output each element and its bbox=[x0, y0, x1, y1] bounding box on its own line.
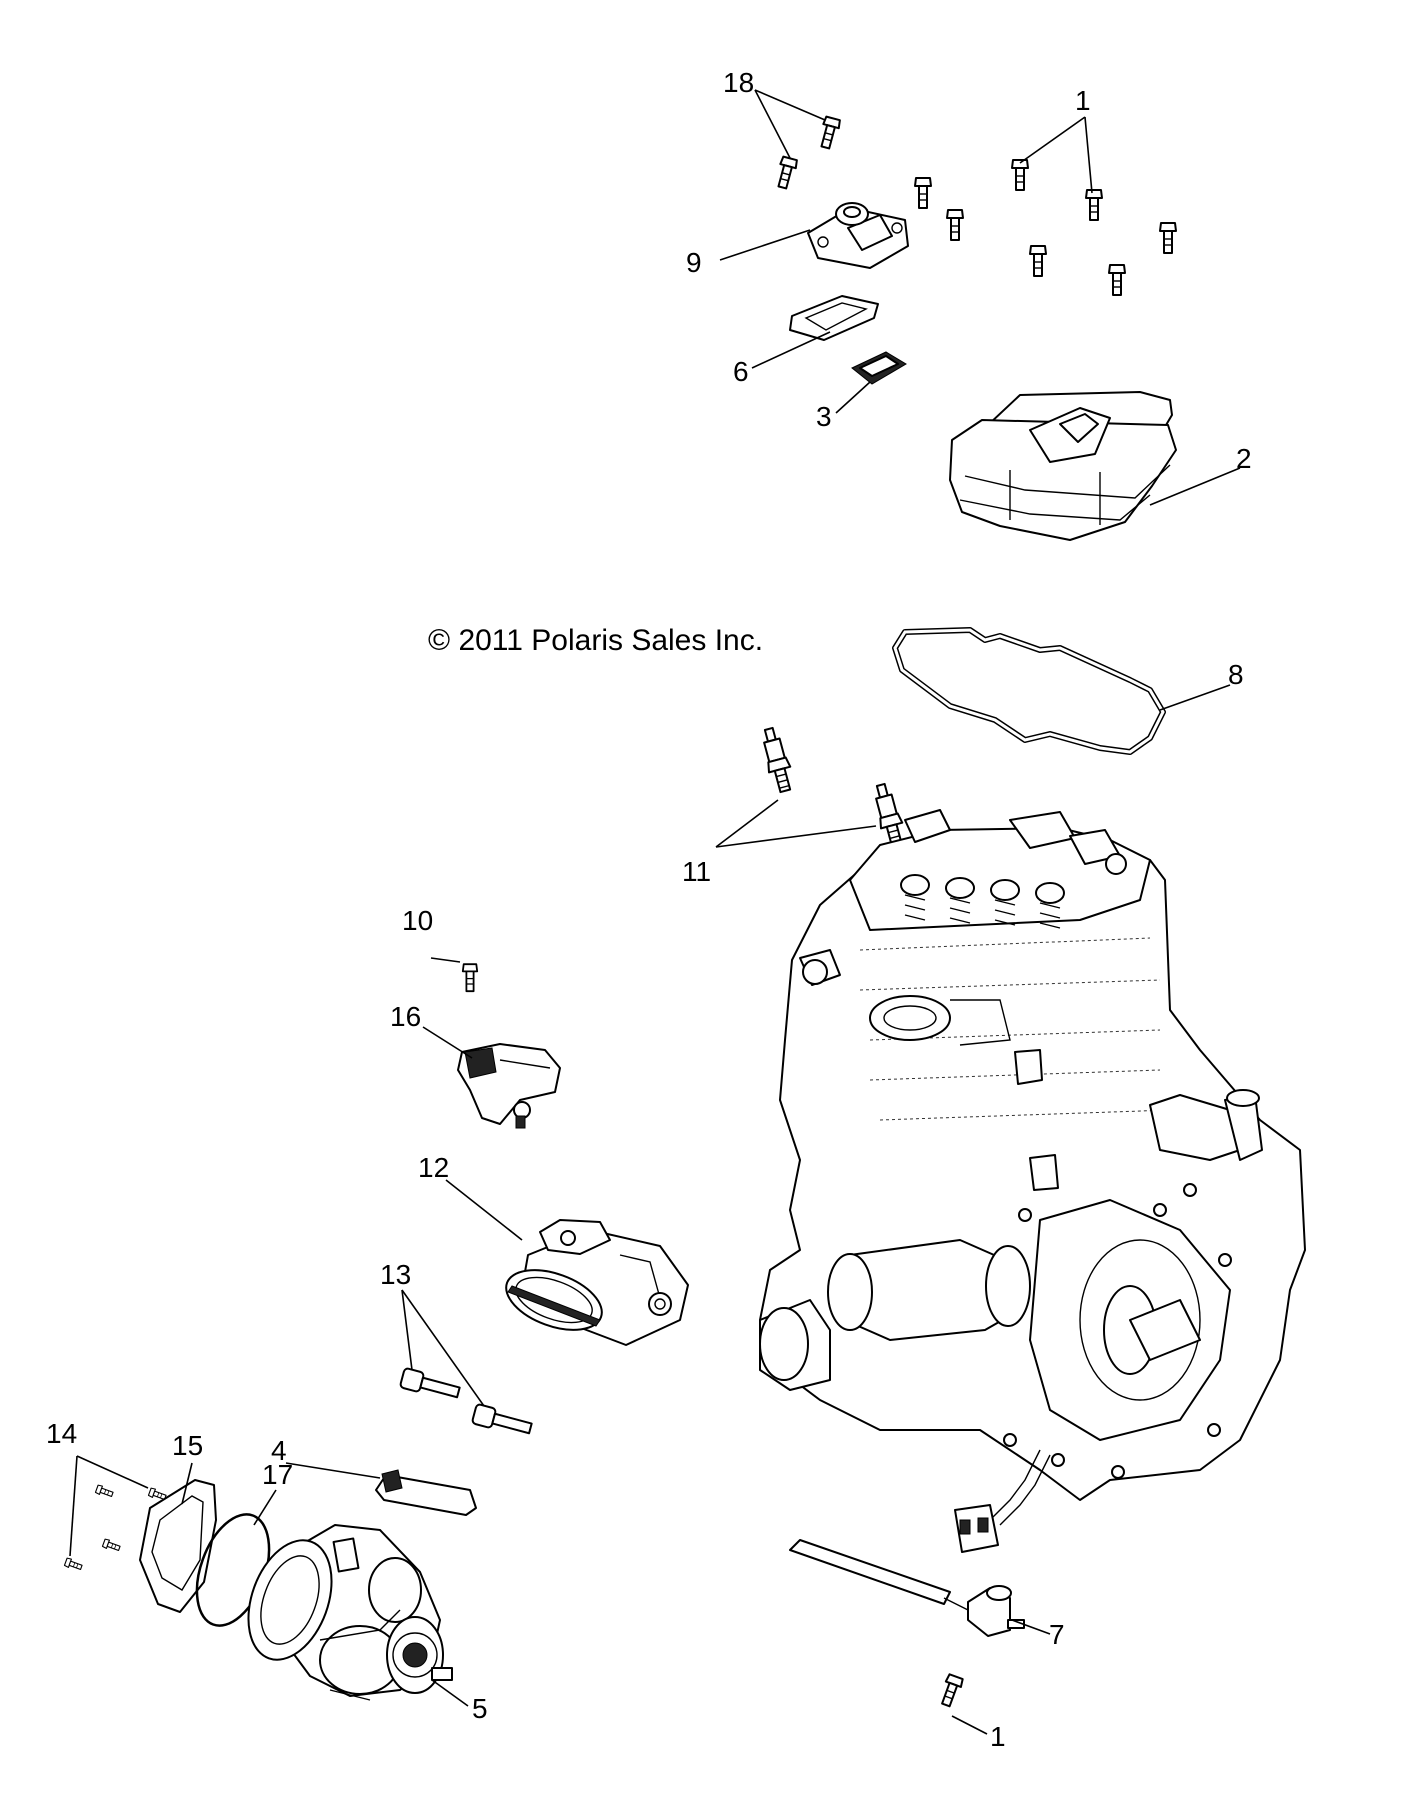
part-7-speed-sensor bbox=[789, 1539, 1025, 1637]
part-5-throttle-body bbox=[247, 1524, 453, 1701]
engine-assembly bbox=[759, 809, 1306, 1553]
part-12-intake-manifold bbox=[505, 1219, 689, 1346]
callout-labels: 18 1 9 6 3 2 8 11 10 16 12 13 14 15 4 17… bbox=[46, 67, 1252, 1752]
part-8-cover-gasket bbox=[892, 627, 1166, 755]
callout-17: 17 bbox=[262, 1459, 293, 1490]
callout-2: 2 bbox=[1236, 443, 1252, 474]
part-15-mounting-plate bbox=[139, 1479, 217, 1613]
part-10-bolt bbox=[461, 963, 479, 993]
callout-1-bottom: 1 bbox=[990, 1721, 1006, 1752]
callout-8: 8 bbox=[1228, 659, 1244, 690]
copyright-text: © 2011 Polaris Sales Inc. bbox=[428, 624, 763, 657]
part-2-valve-cover bbox=[949, 391, 1177, 541]
part-3-valve bbox=[851, 351, 907, 385]
callout-15: 15 bbox=[172, 1430, 203, 1461]
callout-leader-lines bbox=[69, 89, 1241, 1735]
callout-13: 13 bbox=[380, 1259, 411, 1290]
part-18-bolts bbox=[773, 115, 842, 191]
callout-12: 12 bbox=[418, 1152, 449, 1183]
callout-5: 5 bbox=[472, 1693, 488, 1724]
callout-14: 14 bbox=[46, 1418, 77, 1449]
part-16-map-sensor bbox=[457, 1043, 561, 1129]
part-13-bolts bbox=[399, 1367, 533, 1435]
callout-9: 9 bbox=[686, 247, 702, 278]
part-9-breather-cap bbox=[807, 202, 909, 269]
callout-1-top: 1 bbox=[1075, 85, 1091, 116]
callout-16: 16 bbox=[390, 1001, 421, 1032]
callout-18: 18 bbox=[723, 67, 754, 98]
callout-4: 4 bbox=[271, 1435, 287, 1466]
callout-10: 10 bbox=[402, 905, 433, 936]
callout-6: 6 bbox=[733, 356, 749, 387]
part-4-clamp bbox=[375, 1469, 477, 1516]
callout-7: 7 bbox=[1049, 1619, 1065, 1650]
part-6-gasket bbox=[789, 295, 879, 341]
callout-11: 11 bbox=[682, 856, 711, 887]
callout-3: 3 bbox=[816, 401, 832, 432]
